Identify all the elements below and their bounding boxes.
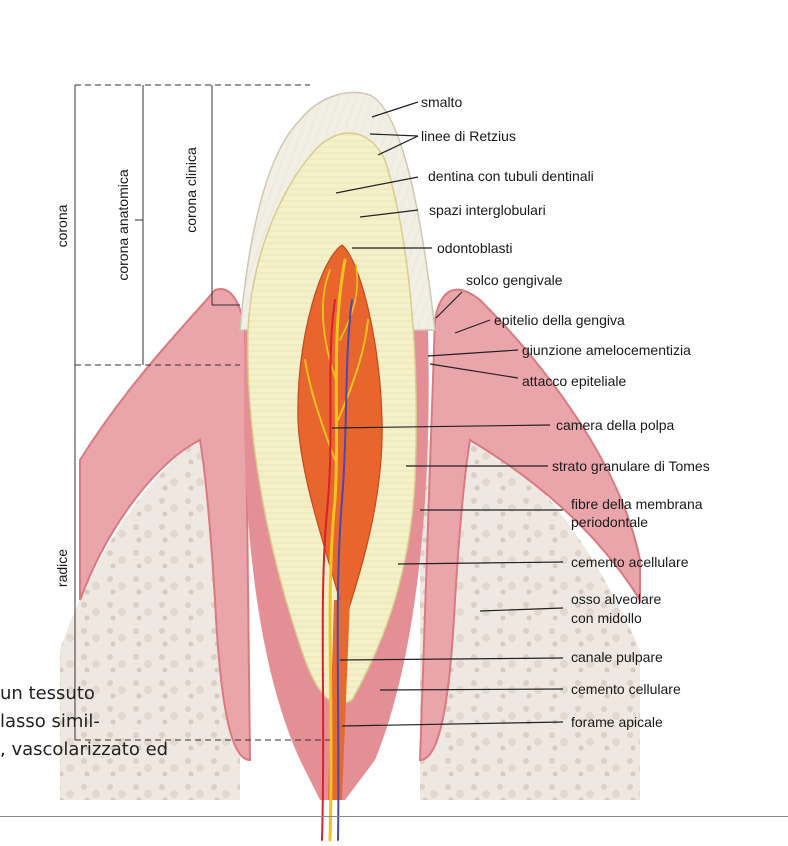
label-canale-pulpare: canale pulpare bbox=[571, 649, 663, 665]
label-epitelio-gengiva: epitelio della gengiva bbox=[494, 312, 625, 328]
overlay-caption-text: un tessuto lasso simil- , vascolarizzato… bbox=[0, 683, 169, 760]
label-dentina: dentina con tubuli dentinali bbox=[428, 168, 594, 184]
label-fibre-line2: periodontale bbox=[571, 514, 648, 530]
bracket-corona-clinica: corona clinica bbox=[183, 147, 199, 233]
gum-right bbox=[418, 288, 641, 762]
label-spazi-interglobulari: spazi interglobulari bbox=[429, 202, 546, 218]
label-odontoblasti: odontoblasti bbox=[437, 240, 513, 256]
bottom-divider bbox=[0, 816, 788, 817]
bracket-radice: radice bbox=[54, 549, 70, 587]
leader-lines bbox=[331, 101, 564, 727]
alveolar-bone bbox=[60, 440, 240, 800]
label-cemento-cellulare: cemento cellulare bbox=[571, 681, 681, 697]
label-fibre-line1: fibre della membrana bbox=[571, 496, 703, 512]
brackets bbox=[74, 84, 330, 741]
label-camera-polpa: camera della polpa bbox=[556, 417, 675, 433]
label-attacco-epiteliale: attacco epiteliale bbox=[522, 373, 627, 389]
label-strato-tomes: strato granulare di Tomes bbox=[552, 458, 710, 474]
bracket-corona: corona bbox=[54, 204, 70, 247]
label-smalto: smalto bbox=[421, 94, 462, 110]
label-forame-apicale: forame apicale bbox=[571, 714, 663, 730]
gum-left bbox=[79, 288, 252, 762]
label-giunzione: giunzione amelocementizia bbox=[522, 342, 691, 358]
bracket-corona-anatomica: corona anatomica bbox=[115, 169, 131, 281]
label-linee-retzius: linee di Retzius bbox=[421, 128, 516, 144]
label-osso-line2: con midollo bbox=[571, 610, 642, 626]
alveolar-bone-right bbox=[420, 440, 640, 800]
nerve-vessel-tree bbox=[304, 258, 369, 842]
label-cemento-acellulare: cemento acellulare bbox=[571, 554, 689, 570]
label-osso-line1: osso alveolare bbox=[571, 591, 661, 607]
label-solco-gengivale: solco gengivale bbox=[466, 272, 563, 288]
